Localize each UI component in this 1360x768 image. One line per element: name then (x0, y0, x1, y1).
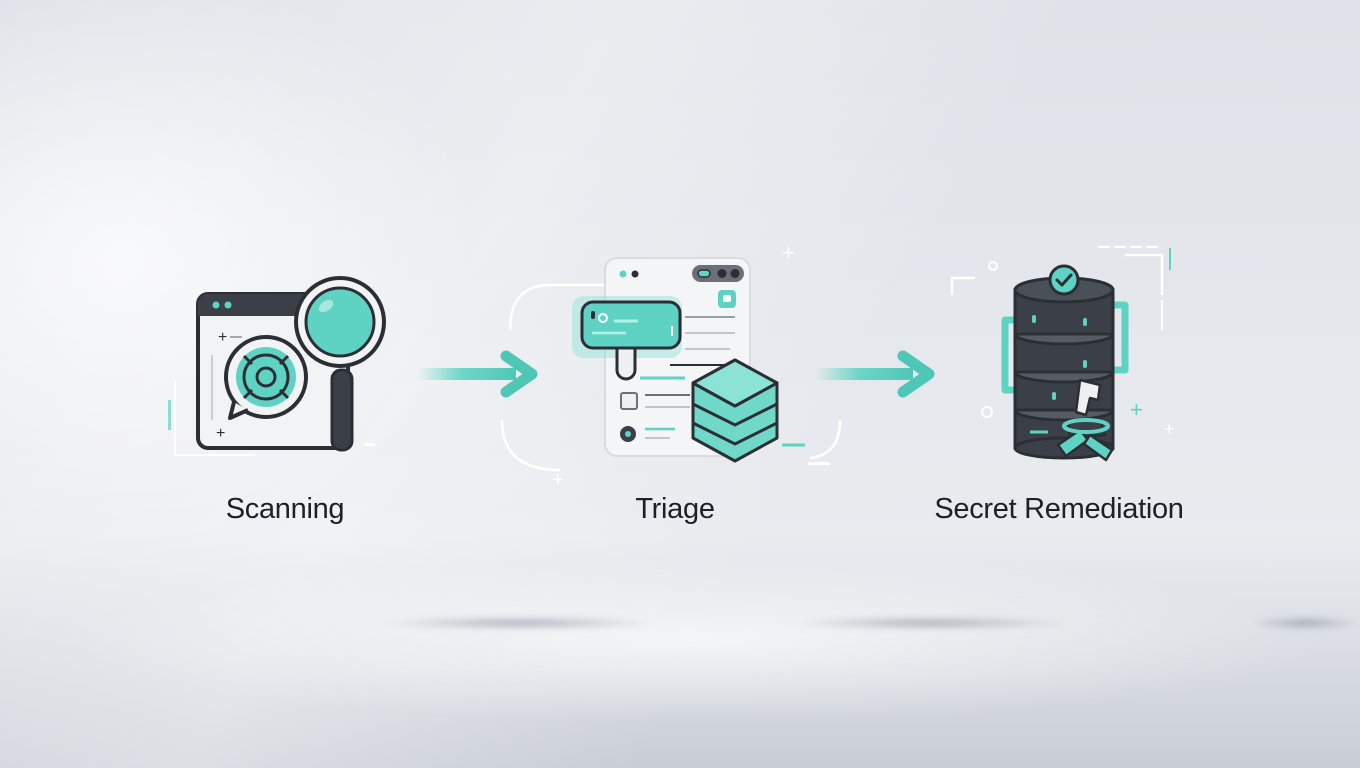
floor-shadow (380, 616, 660, 630)
svg-text:+: + (218, 329, 227, 346)
step-label-scanning: Scanning (225, 493, 345, 525)
arrow-right-icon (418, 350, 538, 398)
floor-shadow (1250, 616, 1360, 630)
svg-text:+: + (782, 240, 795, 265)
connector-arrow-2 (815, 350, 935, 405)
svg-text:+: + (1130, 397, 1143, 422)
browser-magnifier-scan-icon: + + (168, 276, 386, 456)
connector-arrow-1 (418, 350, 538, 405)
document-tag-cube-icon: + + (500, 240, 842, 491)
svg-text:+: + (552, 469, 564, 491)
floor-shadow (790, 616, 1070, 630)
step-scanning: + + (160, 260, 400, 480)
step-triage: + + (490, 240, 860, 491)
step-label-secret-remediation: Secret Remediation (934, 493, 1184, 525)
step-secret-remediation: + + (940, 240, 1190, 470)
svg-text:+: + (216, 425, 225, 442)
database-check-wrench-icon: + + (950, 246, 1175, 462)
step-label-triage: Triage (635, 493, 715, 525)
svg-text:+: + (1164, 419, 1175, 439)
arrow-right-icon (815, 350, 935, 398)
